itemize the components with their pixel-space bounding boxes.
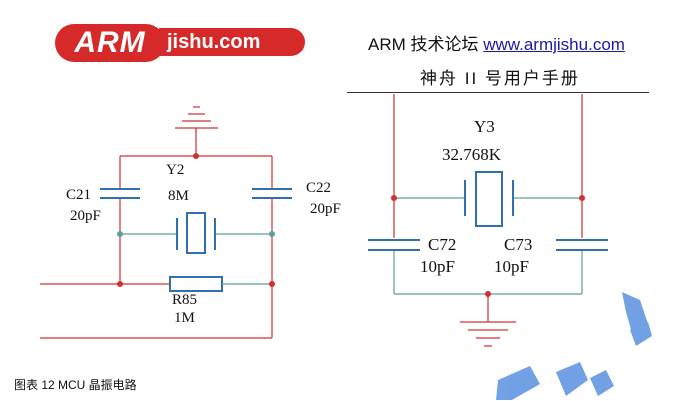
right-oscillator-circuit: Y3 32.768K C72 10pF C73 10pF — [368, 94, 608, 347]
r85-label: R85 — [172, 292, 197, 308]
c73-value: 10pF — [494, 257, 529, 276]
c22-value: 20pF — [310, 201, 341, 217]
capacitor-c72 — [368, 239, 420, 251]
site-name: ARM 技术论坛 — [368, 35, 479, 54]
right-ground-symbol — [460, 321, 516, 347]
left-ground-symbol — [175, 106, 218, 156]
watermark-fragment — [496, 292, 652, 400]
resistor-r85 — [169, 276, 223, 292]
capacitor-c22 — [252, 188, 292, 199]
c21-label: C21 — [66, 187, 91, 203]
c72-label: C72 — [428, 235, 456, 254]
y2-freq: 8M — [168, 188, 189, 204]
logo-arm-text: ARM — [55, 24, 165, 62]
capacitor-c73 — [556, 239, 608, 251]
capacitor-c21 — [100, 188, 140, 199]
header-divider — [347, 92, 649, 93]
manual-title: 神舟 II 号用户手册 — [420, 69, 580, 88]
logo-jishu-text: jishu.com — [159, 28, 305, 56]
site-header-line: ARM 技术论坛 www.armjishu.com — [368, 30, 625, 55]
y3-freq: 32.768K — [442, 145, 502, 164]
y3-label: Y3 — [474, 117, 495, 136]
left-oscillator-circuit: Y2 8M C21 20pF C22 20pF R85 1M — [40, 106, 341, 339]
figure-caption: 图表 12 MCU 晶振电路 — [14, 378, 137, 392]
c22-label: C22 — [306, 180, 331, 196]
c73-label: C73 — [504, 235, 532, 254]
r85-value: 1M — [174, 310, 195, 326]
c21-value: 20pF — [70, 208, 101, 224]
crystal-y3 — [464, 171, 514, 227]
site-url-link[interactable]: www.armjishu.com — [483, 35, 625, 54]
crystal-y2 — [176, 212, 216, 254]
armjishu-logo[interactable]: ARM jishu.com — [55, 24, 305, 62]
c72-value: 10pF — [420, 257, 455, 276]
y2-label: Y2 — [166, 162, 184, 178]
